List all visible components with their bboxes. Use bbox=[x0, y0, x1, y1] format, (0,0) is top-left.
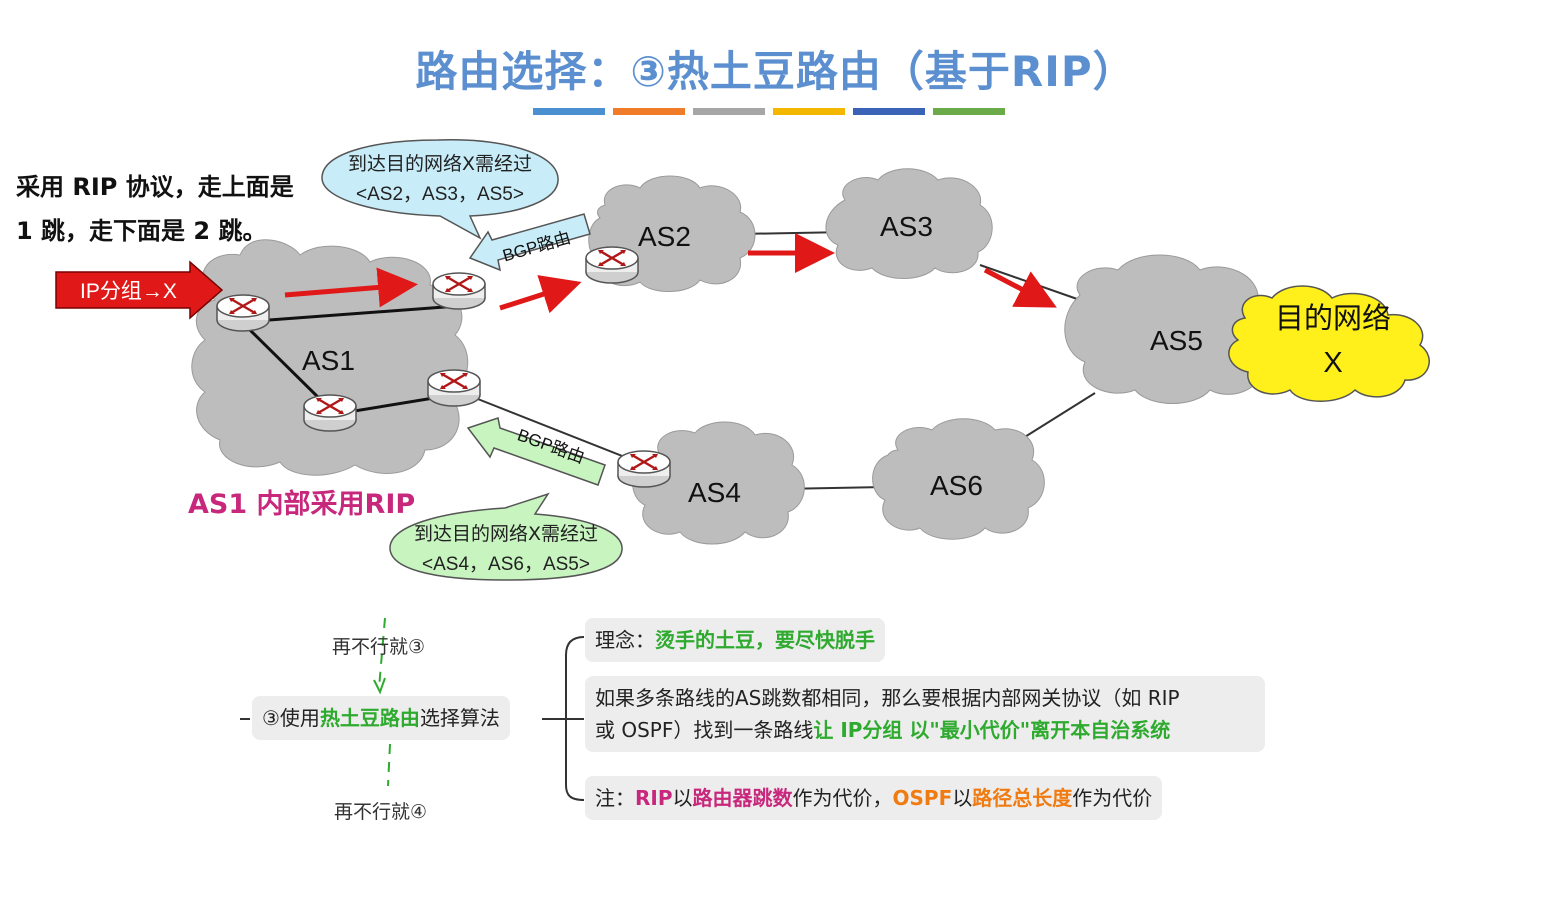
router-as1-bottom-gateway bbox=[426, 368, 482, 408]
bgp-arrow-top: BGP路由 bbox=[468, 213, 591, 272]
router-as1-top-gateway bbox=[431, 271, 487, 311]
bubble-top-line-2: <AS2，AS3，AS5> bbox=[356, 184, 524, 205]
mindmap-b3-part: 路由器跳数 bbox=[692, 786, 793, 810]
mindmap-branch-rule[interactable]: 如果多条路线的AS跳数都相同，那么要根据内部网关协议（如 RIP 或 OSPF）… bbox=[585, 676, 1265, 752]
as2-label: AS2 bbox=[638, 221, 691, 252]
cloud-as4 bbox=[632, 421, 805, 545]
mindmap-connectors bbox=[240, 636, 585, 801]
arrow-as3-to-as5 bbox=[983, 267, 1057, 308]
title-bar-1 bbox=[533, 108, 605, 115]
page-title: 路由选择：③热土豆路由（基于RIP） bbox=[415, 47, 1136, 96]
as6-label: AS6 bbox=[930, 470, 983, 501]
packet-path-arrows bbox=[284, 233, 1057, 314]
mindmap-b3-part: 作为代价， bbox=[792, 786, 893, 810]
title-bar-5 bbox=[853, 108, 925, 115]
bubble-top-line-1: 到达目的网络X需经过 bbox=[348, 153, 532, 175]
mindmap-root-suffix: 选择算法 bbox=[419, 706, 500, 730]
router-as2 bbox=[584, 245, 640, 285]
router-as4 bbox=[616, 449, 672, 489]
mindmap-arrow-icon bbox=[373, 677, 386, 695]
mindmap-b1-prefix: 理念： bbox=[595, 628, 655, 652]
title-bar-2 bbox=[613, 108, 685, 115]
bubble-bottom-line-1: 到达目的网络X需经过 bbox=[414, 523, 598, 545]
mindmap-root-highlight: 热土豆路由 bbox=[319, 706, 420, 730]
arrow-as1-to-as2 bbox=[499, 275, 582, 314]
mindmap-b3-part: 以 bbox=[952, 786, 973, 810]
mindmap-up-label: 再不行就③ bbox=[332, 636, 426, 658]
mindmap-b3-part: 以 bbox=[672, 786, 693, 810]
mindmap-branch-note[interactable]: 注：RIP以路由器跳数作为代价，OSPF以路径总长度作为代价 bbox=[585, 776, 1163, 820]
title-bar-6 bbox=[933, 108, 1005, 115]
cloud-as3 bbox=[825, 168, 993, 279]
link-as1-as4 bbox=[454, 389, 646, 466]
rip-note-line-1: 采用 RIP 协议，走上面是 bbox=[16, 173, 294, 201]
cloud-as6 bbox=[872, 418, 1045, 540]
bubble-top: 到达目的网络X需经过 <AS2，AS3，AS5> bbox=[321, 139, 559, 240]
title-bar-4 bbox=[773, 108, 845, 115]
link-as6-as5 bbox=[1019, 392, 1096, 441]
as5-label: AS5 bbox=[1150, 325, 1203, 356]
mindmap-down-label: 再不行就④ bbox=[334, 801, 428, 823]
bubble-bottom-line-2: <AS4，AS6，AS5> bbox=[422, 554, 590, 575]
as3-label: AS3 bbox=[880, 211, 933, 242]
mindmap-b2-line-2-highlight: 让 IP分组 以"最小代价"离开本自治系统 bbox=[813, 718, 1171, 742]
mindmap-b3-part: 作为代价 bbox=[1072, 786, 1153, 810]
bubble-bottom: 到达目的网络X需经过 <AS4，AS6，AS5> bbox=[389, 492, 623, 581]
destination-label-line-2: X bbox=[1323, 347, 1342, 379]
mindmap-b1-highlight: 烫手的土豆，要尽快脱手 bbox=[655, 628, 875, 652]
mindmap-b2-line-1: 如果多条路线的AS跳数都相同，那么要根据内部网关协议（如 RIP bbox=[595, 686, 1180, 710]
title-color-bars bbox=[533, 108, 1005, 116]
mindmap-b2-line-2-prefix: 或 OSPF）找到一条路线 bbox=[595, 718, 814, 742]
title-bar-3 bbox=[693, 108, 765, 115]
as4-label: AS4 bbox=[688, 477, 741, 508]
mindmap-b3-part: RIP bbox=[635, 786, 673, 810]
as1-label: AS1 bbox=[302, 345, 355, 376]
destination-label-line-1: 目的网络 bbox=[1275, 301, 1391, 335]
mindmap-branch-concept[interactable]: 理念：烫手的土豆，要尽快脱手 bbox=[585, 618, 885, 662]
ip-packet-arrow bbox=[55, 260, 224, 320]
mindmap-dashed-links bbox=[378, 617, 391, 787]
arrow-as1-internal bbox=[284, 267, 418, 308]
ip-packet-label: IP分组→X bbox=[80, 280, 177, 303]
mindmap-b3-part: OSPF bbox=[892, 786, 953, 810]
as1-caption: AS1 内部采用RIP bbox=[188, 489, 416, 520]
mindmap-root-node[interactable]: ③使用热土豆路由选择算法 bbox=[252, 696, 510, 740]
router-as1-bottom bbox=[302, 393, 358, 433]
mindmap-b3-part: 注： bbox=[595, 786, 635, 810]
mindmap-b3-part: 路径总长度 bbox=[972, 786, 1073, 810]
bgp-arrow-bottom: BGP路由 bbox=[466, 417, 606, 486]
router-as1-entry bbox=[215, 293, 271, 333]
rip-note-line-2: 1 跳，走下面是 2 跳。 bbox=[16, 217, 267, 245]
mindmap-root-prefix: ③使用 bbox=[262, 706, 320, 730]
destination-cloud bbox=[1228, 285, 1430, 402]
